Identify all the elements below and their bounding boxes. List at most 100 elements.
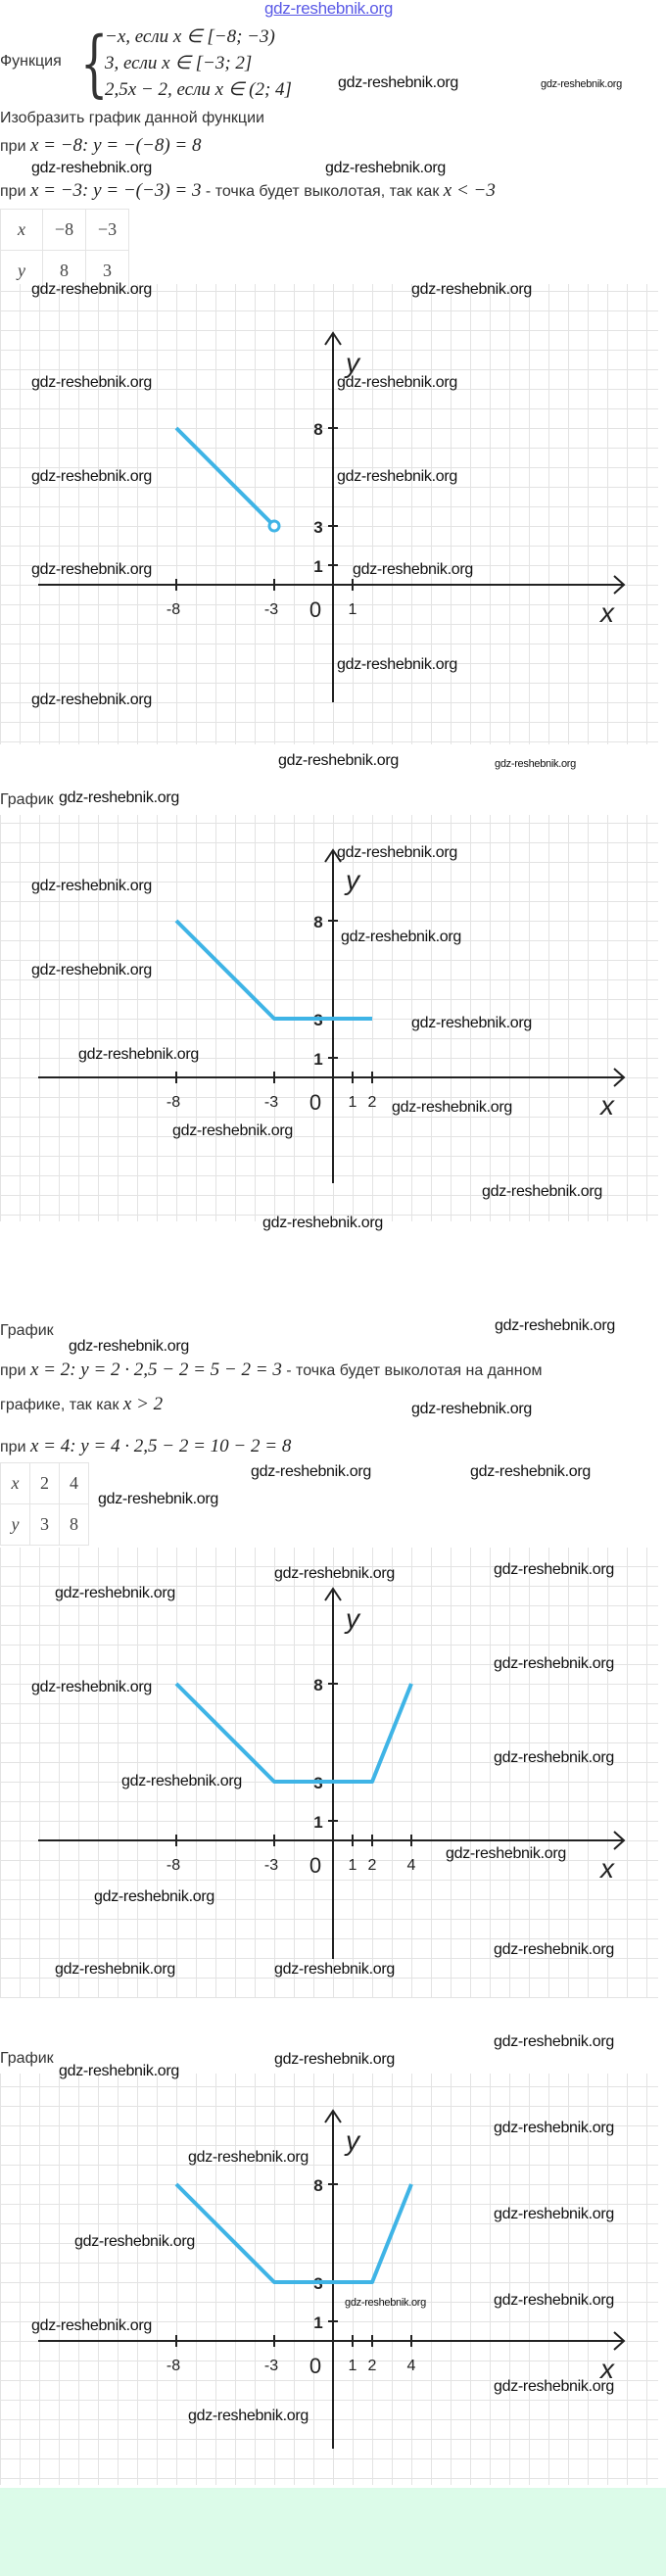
watermark: gdz-reshebnik.org <box>251 1463 371 1480</box>
watermark: gdz-reshebnik.org <box>31 2317 152 2334</box>
step-x-2: при x = 2: y = 2 · 2,5 − 2 = 5 − 2 = 3 -… <box>0 1360 542 1381</box>
brace-symbol: { <box>80 22 109 106</box>
step-x-4: при x = 4: y = 4 · 2,5 − 2 = 10 − 2 = 8 <box>0 1436 291 1457</box>
watermark: gdz-reshebnik.org <box>59 789 179 806</box>
watermark: gdz-reshebnik.org <box>31 692 152 708</box>
axes <box>38 2109 626 2449</box>
x-tick-label: -3 <box>264 601 278 618</box>
watermark: gdz-reshebnik.org <box>470 1463 591 1480</box>
step-math: x = −8: y = −(−8) = 8 <box>29 135 202 156</box>
function-graph-line <box>174 426 276 528</box>
open-point <box>267 519 281 533</box>
function-graph-line <box>174 919 372 1021</box>
y-tick-label: 8 <box>313 2176 322 2195</box>
watermark-link[interactable]: gdz-reshebnik.org <box>264 0 393 18</box>
graph-label: График <box>0 791 54 808</box>
watermark: gdz-reshebnik.org <box>31 160 152 176</box>
step-suffix: - точка будет выколотая, так как <box>201 183 440 200</box>
x-tick-label: 1 <box>349 2358 357 2374</box>
table-header-x: x <box>0 1462 30 1504</box>
origin-label: 0 <box>309 1853 321 1878</box>
watermark: gdz-reshebnik.org <box>411 281 532 298</box>
y-axis-label: y <box>344 348 361 378</box>
watermark: gdz-reshebnik.org <box>59 2063 179 2079</box>
footer-bar <box>0 2488 666 2576</box>
function-label: Функция <box>0 53 62 70</box>
step-x-2-condition: графике, так как x > 2 <box>0 1394 163 1415</box>
table-cell: 3 <box>85 250 129 292</box>
axes <box>38 1587 626 1959</box>
table-cell: 8 <box>59 1503 89 1546</box>
x-tick-label: -3 <box>264 1094 278 1111</box>
watermark: gdz-reshebnik.org <box>31 374 152 391</box>
x-tick-label: -8 <box>166 601 180 618</box>
x-tick-label: 1 <box>349 1094 357 1111</box>
watermark: gdz-reshebnik.org <box>541 78 622 90</box>
watermark: gdz-reshebnik.org <box>188 2149 309 2166</box>
y-axis-arrow-icon <box>324 848 342 863</box>
watermark: gdz-reshebnik.org <box>338 74 458 91</box>
table-cell: −8 <box>42 209 86 251</box>
x-tick-label: 1 <box>349 1857 357 1874</box>
x-tick-label: 4 <box>407 1857 416 1874</box>
x-tick-label: -8 <box>166 1094 180 1111</box>
origin-label: 0 <box>309 597 321 622</box>
table-header-x: x <box>0 209 43 251</box>
watermark: gdz-reshebnik.org <box>188 2408 309 2424</box>
watermark: gdz-reshebnik.org <box>494 2206 614 2222</box>
watermark: gdz-reshebnik.org <box>411 1015 532 1031</box>
y-axis-arrow-icon <box>324 331 342 346</box>
watermark: gdz-reshebnik.org <box>494 2292 614 2309</box>
watermark: gdz-reshebnik.org <box>482 1183 602 1200</box>
axes <box>38 331 626 702</box>
function-graph-line <box>174 1682 413 1784</box>
y-axis-label: y <box>344 2125 361 2156</box>
table-cell: 2 <box>29 1462 60 1504</box>
watermark: gdz-reshebnik.org <box>262 1215 383 1231</box>
step-prefix: при <box>0 1362 26 1379</box>
watermark: gdz-reshebnik.org <box>494 2120 614 2136</box>
step-math: x = 2: y = 2 · 2,5 − 2 = 5 − 2 = 3 <box>29 1360 282 1380</box>
watermark: gdz-reshebnik.org <box>494 1749 614 1766</box>
x-tick-label: -3 <box>264 1857 278 1874</box>
watermark: gdz-reshebnik.org <box>69 1338 189 1355</box>
watermark: gdz-reshebnik.org <box>55 1961 175 1978</box>
watermark: gdz-reshebnik.org <box>337 468 457 485</box>
watermark: gdz-reshebnik.org <box>31 468 152 485</box>
watermark: gdz-reshebnik.org <box>353 561 473 578</box>
step-suffix: - точка будет выколотая на данном <box>281 1362 543 1379</box>
x-tick-label: 2 <box>368 1857 377 1874</box>
watermark: gdz-reshebnik.org <box>341 929 461 945</box>
y-tick-label: 8 <box>313 420 322 439</box>
origin-label: 0 <box>309 2354 321 2378</box>
y-axis-arrow-icon <box>324 1587 342 1601</box>
watermark: gdz-reshebnik.org <box>55 1585 175 1601</box>
watermark: gdz-reshebnik.org <box>31 561 152 578</box>
watermark: gdz-reshebnik.org <box>31 962 152 978</box>
y-axis-arrow-icon <box>324 2109 342 2123</box>
watermark: gdz-reshebnik.org <box>274 1961 395 1978</box>
graph-label: График <box>0 2050 54 2067</box>
x-axis-arrow-icon <box>613 1831 626 1850</box>
x-tick-label: 2 <box>368 1094 377 1111</box>
x-axis-arrow-icon <box>613 1068 626 1087</box>
y-tick-label: 3 <box>313 518 322 537</box>
function-case-2: 3, если x ∈ [−3; 2] <box>105 53 253 73</box>
watermark: gdz-reshebnik.org <box>274 2051 395 2068</box>
watermark: gdz-reshebnik.org <box>172 1122 293 1139</box>
step-condition: x > 2 <box>122 1394 164 1414</box>
watermark: gdz-reshebnik.org <box>494 2033 614 2050</box>
step-prefix: при <box>0 138 26 155</box>
watermark: gdz-reshebnik.org <box>495 758 576 770</box>
watermark: gdz-reshebnik.org <box>94 1888 214 1905</box>
table-cell: 3 <box>29 1503 60 1546</box>
table-cell: −3 <box>85 209 129 251</box>
watermark: gdz-reshebnik.org <box>278 752 399 769</box>
step-x-minus-8: при x = −8: y = −(−8) = 8 <box>0 135 201 157</box>
grid <box>0 1548 658 1998</box>
